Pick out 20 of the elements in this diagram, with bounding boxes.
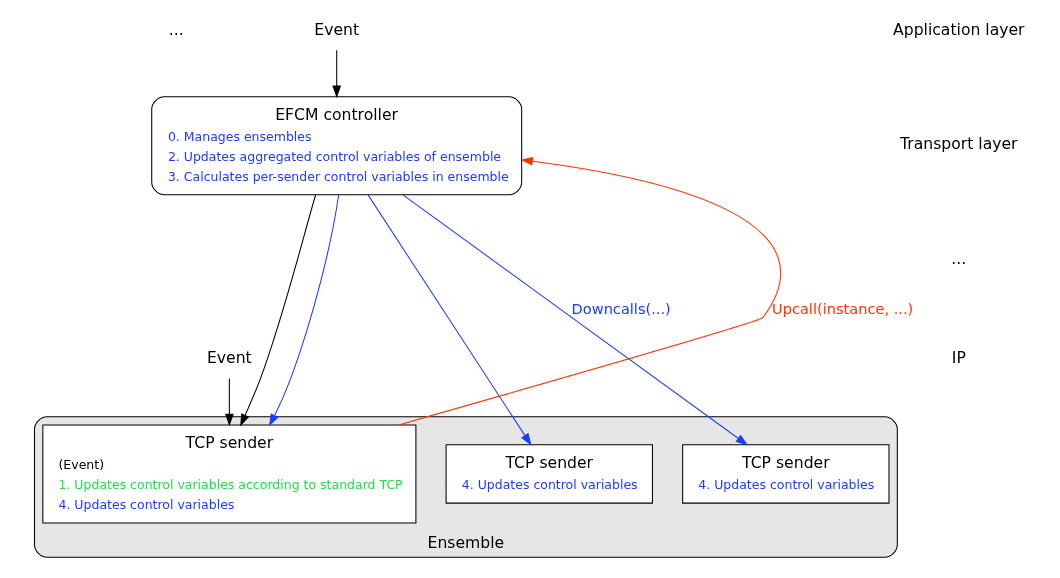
label: Transport layer	[900, 134, 1018, 154]
label: ...	[951, 248, 967, 268]
label: ...	[168, 19, 184, 39]
node-text: Event	[314, 19, 360, 39]
arrow	[225, 377, 234, 427]
node-text: Event	[206, 347, 252, 367]
node-box: TCP sender 4. Updates control variables	[682, 444, 890, 504]
arrow	[332, 49, 342, 99]
label: IP	[951, 347, 966, 367]
arrow	[240, 194, 317, 427]
edge-label: Downcalls(...)	[571, 299, 671, 317]
node-box: TCP sender (Event) 1. Updates control variables according to standard TCP 4. Updates control variables	[42, 424, 417, 524]
arrow	[398, 156, 782, 426]
arrow	[268, 194, 340, 427]
edge-label: Upcall(instance, ...)	[771, 299, 914, 317]
node-box: EFCM controller 0. Manages ensembles 2. Updates aggregated control variables of ensemble 3. Calculates per-sender control variables in ensemble	[151, 96, 523, 196]
label: Application layer	[893, 19, 1025, 39]
arrow	[402, 194, 749, 446]
arrow	[367, 194, 532, 446]
node-box: TCP sender 4. Updates control variables	[445, 444, 653, 504]
